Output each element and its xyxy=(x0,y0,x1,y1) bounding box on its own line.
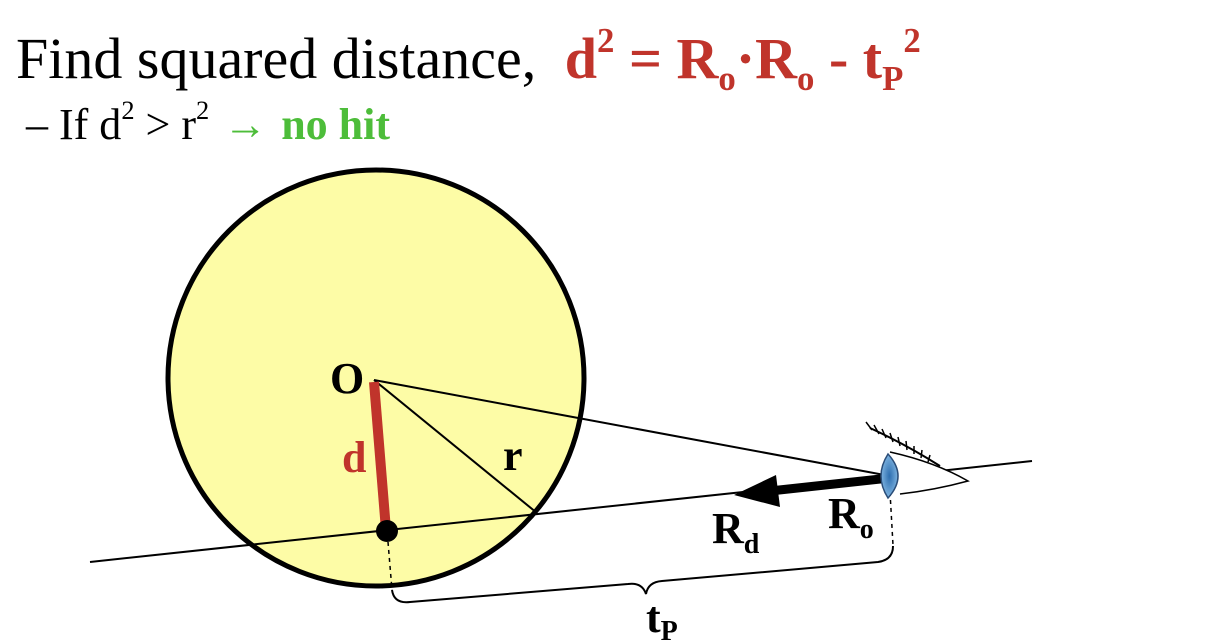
formula-eq: = xyxy=(614,26,677,92)
formula-term1-sub: o xyxy=(718,59,736,99)
condition-d-sup: 2 xyxy=(121,95,135,125)
tp-label: tP xyxy=(646,593,678,642)
closest-point xyxy=(376,520,398,542)
r-label: r xyxy=(503,431,523,480)
rd-label: Rd xyxy=(712,504,760,560)
no-hit-result: no hit xyxy=(281,99,391,149)
heading-text: Find squared distance, xyxy=(16,26,537,92)
condition-if: If d xyxy=(48,99,122,149)
ro-label-sub: o xyxy=(860,514,874,545)
formula-term3: t xyxy=(862,26,883,92)
rd-label-sub: d xyxy=(744,529,760,560)
condition-r-sup: 2 xyxy=(195,95,210,125)
rd-arrow-head xyxy=(734,475,780,507)
formula-lhs: d xyxy=(564,26,598,92)
no-hit-condition: – If d2 > r2→no hit xyxy=(26,84,390,151)
tp-label-sub: P xyxy=(661,616,678,642)
formula-lhs-sup: 2 xyxy=(597,21,615,60)
center-to-origin-line xyxy=(373,379,891,477)
tp-label-main: t xyxy=(646,593,661,642)
ro-label: Ro xyxy=(828,489,874,545)
sphere xyxy=(165,167,587,589)
formula-term3-sup: 2 xyxy=(903,21,921,60)
formula-term2: R xyxy=(755,26,798,92)
formula-minus: - xyxy=(814,26,863,92)
rd-label-main: R xyxy=(712,504,745,553)
formula-term2-sub: o xyxy=(797,59,815,99)
ro-label-main: R xyxy=(828,489,861,538)
formula-term1: R xyxy=(676,26,719,92)
center-label: O xyxy=(330,354,364,403)
formula-dot: · xyxy=(735,26,756,92)
eye-icon xyxy=(865,421,970,500)
tp-brace xyxy=(391,545,894,604)
radius-line xyxy=(373,379,538,514)
tp-right-dashed-line xyxy=(889,491,894,546)
condition-dash: – xyxy=(26,99,48,149)
condition-gt: > r xyxy=(134,99,196,149)
rd-arrow-shaft xyxy=(769,473,891,496)
d-label: d xyxy=(342,433,366,482)
arrow-icon: → xyxy=(223,99,268,149)
formula-term3-sub: P xyxy=(882,59,904,99)
heading: Find squared distance, d2 = Ro·Ro - tP2 xyxy=(16,6,921,114)
distance-formula: d2 = Ro·Ro - tP2 xyxy=(564,21,921,98)
d-segment xyxy=(369,381,391,531)
tp-left-dashed-line xyxy=(387,541,393,591)
